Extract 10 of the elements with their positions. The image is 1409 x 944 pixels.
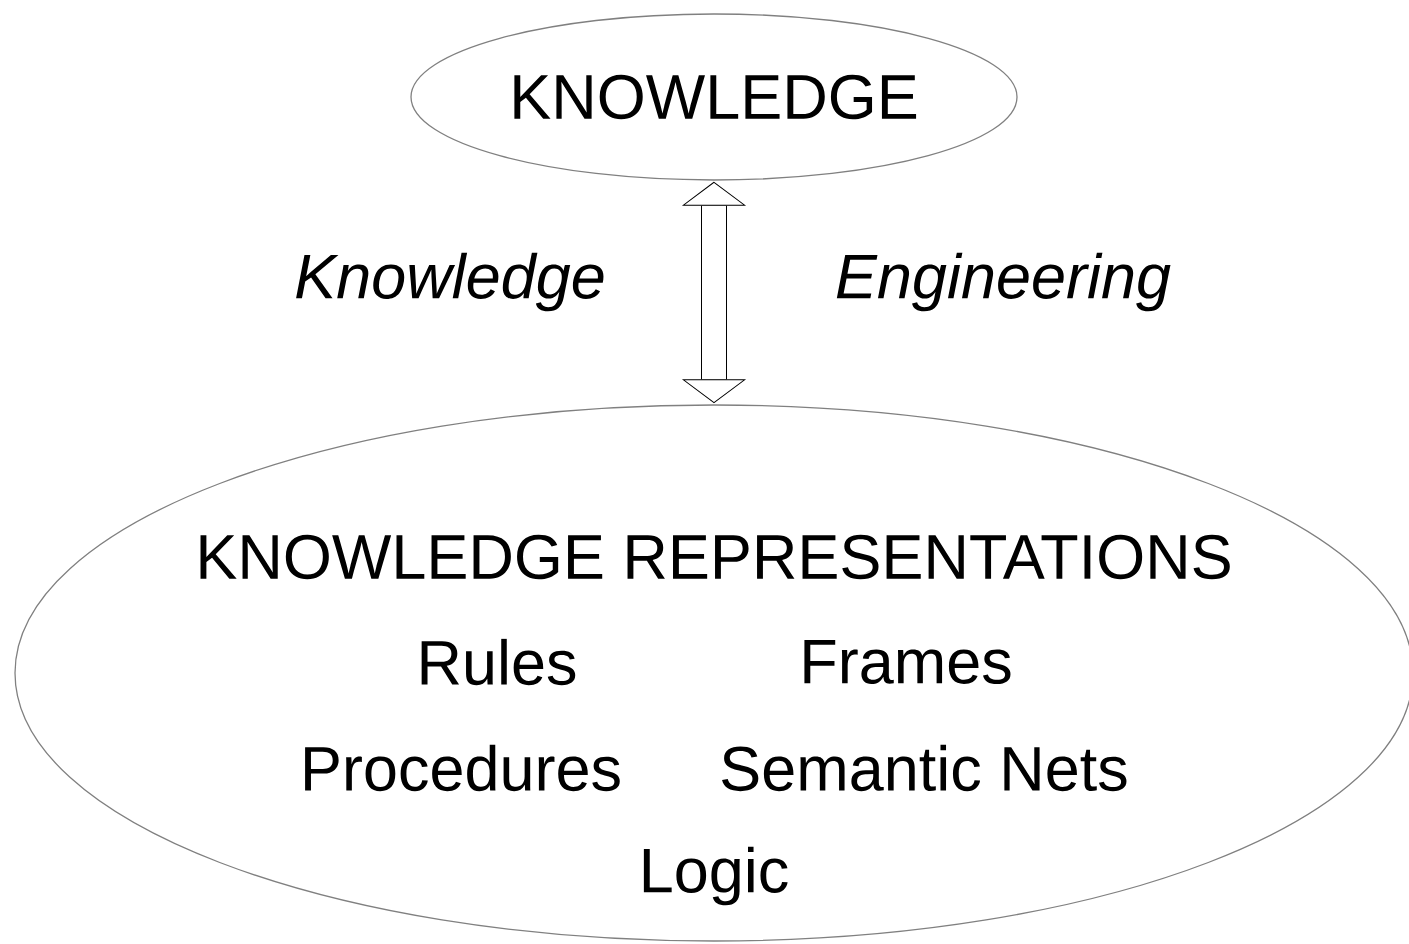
double-arrow (682, 181, 746, 404)
item-text: Logic (643, 846, 788, 906)
item-text: Rules (421, 638, 576, 686)
item-text: Frames (804, 640, 1011, 684)
side-label: Engineering (836, 252, 1171, 312)
heading: KNOWLEDGE REPRESENTATIONS (200, 534, 1230, 580)
item-text: Procedures (305, 744, 620, 792)
item-text: Semantic Nets (722, 744, 1127, 792)
heading: KNOWLEDGE (514, 74, 917, 120)
side-label: Knowledge (296, 252, 604, 312)
